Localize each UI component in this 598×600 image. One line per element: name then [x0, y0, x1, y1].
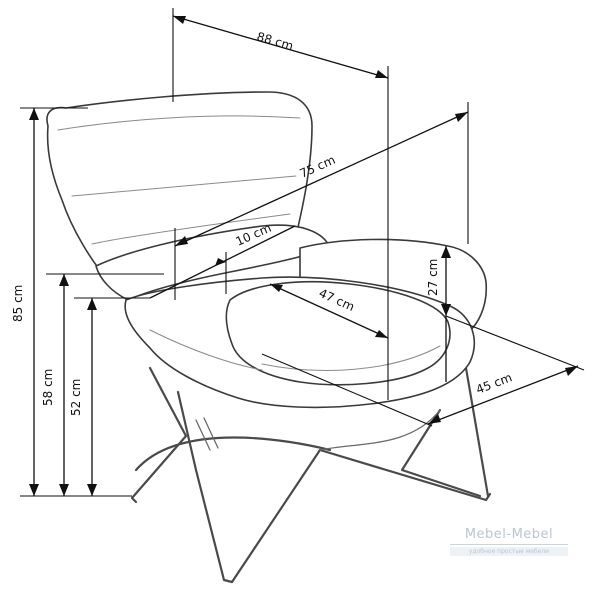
dim-88-arrow-start: [173, 16, 186, 24]
frame-front-left-leg: [176, 390, 234, 584]
dim-45-extension-right: [445, 315, 585, 371]
dim-75-arrow-end: [455, 112, 468, 122]
dim-58-label: 58 cm: [41, 369, 55, 406]
dim-45-arrow-start: [428, 414, 441, 424]
dim-52-arrow-end: [87, 484, 97, 496]
dim-47-line: [269, 283, 389, 339]
dim-45-arrow-end: [565, 366, 578, 376]
dimension-armrest-height-27: 27 cm: [426, 246, 451, 382]
frame-joints: [195, 417, 219, 451]
dim-88-label: 88 cm: [255, 29, 295, 53]
backrest-lower-texture: [91, 213, 291, 245]
dim-27-arrow-end: [441, 304, 451, 316]
dim-27-label: 27 cm: [426, 259, 440, 296]
dim-58-arrow-end: [59, 484, 69, 496]
dim-52-label: 52 cm: [69, 379, 83, 416]
dim-88-line: [172, 15, 389, 79]
frame-left-arc: [134, 436, 332, 472]
dim-45-extension-left: [261, 353, 433, 427]
chair-frame: [130, 366, 492, 584]
frame-right-leg: [464, 366, 490, 498]
dimension-height-52: 52 cm: [69, 297, 150, 496]
dim-47-arrow-end: [375, 330, 388, 338]
frame-back-arc: [319, 409, 441, 451]
frame-left-leg: [130, 366, 188, 504]
backrest-top-seam: [57, 115, 301, 131]
backrest-mid-texture: [71, 175, 297, 197]
dim-85-arrow-end: [29, 484, 39, 496]
frame-right-brace: [400, 408, 482, 498]
dim-45-line: [427, 365, 579, 425]
dimension-height-58: 58 cm: [41, 273, 164, 496]
dim-75-line: [174, 111, 469, 247]
watermark-logo: Mebel-Mebel удобное простые мебели: [450, 527, 568, 571]
dim-47-arrow-start: [270, 284, 283, 292]
chair-seat-cushion: [225, 280, 451, 386]
chair-illustration: [46, 91, 492, 584]
dim-85-label: 85 cm: [11, 285, 25, 322]
dimension-height-85: 85 cm: [11, 107, 132, 497]
dim-58-arrow-start: [59, 274, 69, 286]
dim-27-arrow-start: [441, 246, 451, 258]
dim-85-arrow-start: [29, 108, 39, 120]
seat-shell-seam: [149, 329, 263, 371]
dim-10-arrow: [215, 258, 226, 266]
watermark-tagline: удобное простые мебели: [450, 547, 568, 556]
dim-88-arrow-end: [375, 70, 388, 78]
dim-52-arrow-start: [87, 298, 97, 310]
seat-cushion-seam: [261, 345, 441, 371]
dim-75-arrow-start: [175, 236, 188, 246]
watermark-name: Mebel-Mebel: [450, 527, 568, 545]
